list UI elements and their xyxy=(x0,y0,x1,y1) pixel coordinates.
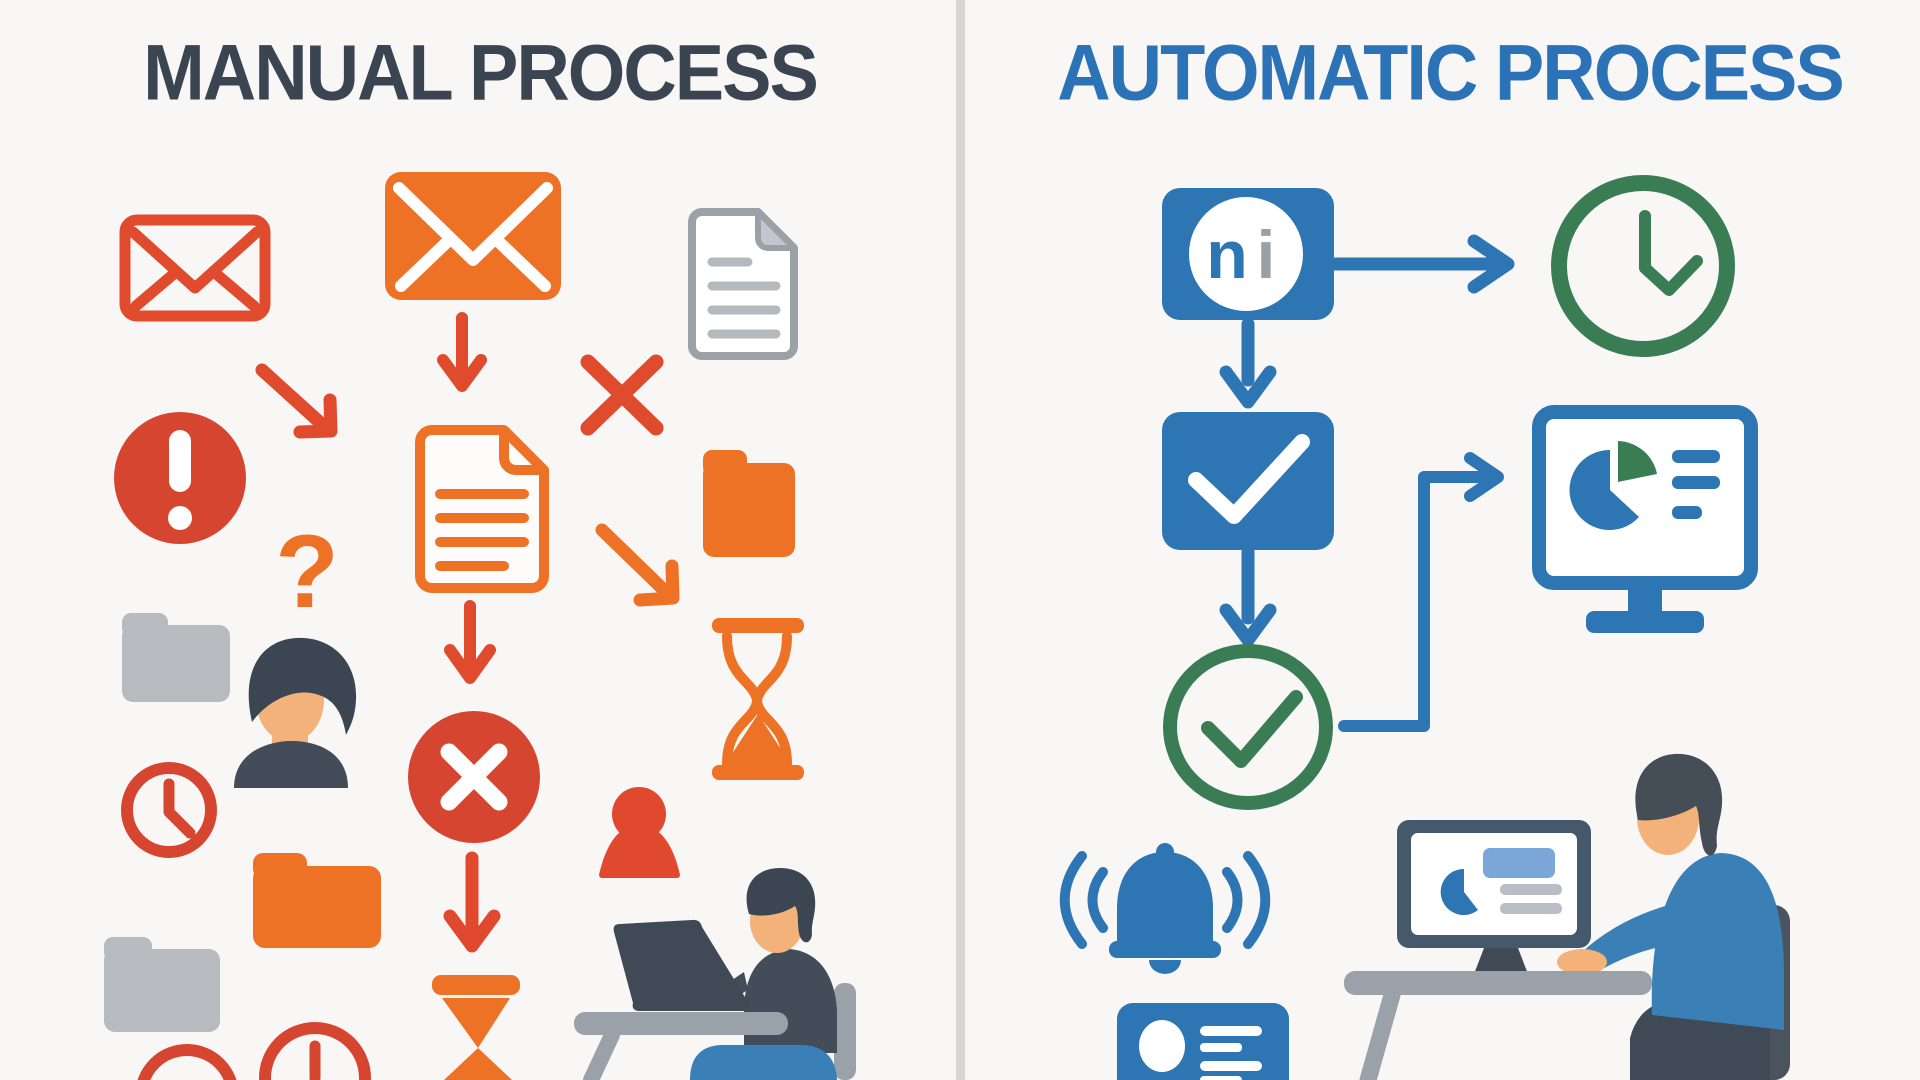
arrow-down-icon-r2 xyxy=(1219,545,1277,647)
clock-2-icon xyxy=(259,1022,371,1080)
arrow-diagonal-2-icon xyxy=(595,523,680,607)
hourglass-filled-icon xyxy=(432,975,520,1080)
clock-green-icon xyxy=(1551,175,1735,357)
document-gray-icon xyxy=(688,208,798,360)
circle-partial-icon xyxy=(137,1044,237,1080)
arrow-down-2-icon xyxy=(444,600,496,684)
folder-gray-2-icon xyxy=(104,937,220,1032)
left-panel-title: MANUAL PROCESS xyxy=(143,28,819,117)
arrow-diagonal-icon xyxy=(255,363,338,439)
arrow-right-icon xyxy=(1329,234,1515,294)
clock-icon xyxy=(121,762,217,858)
notification-bell-icon xyxy=(1059,843,1271,974)
person-silhouette-icon xyxy=(599,787,680,878)
arrow-down-icon-r1 xyxy=(1219,317,1277,409)
right-panel-title: AUTOMATIC PROCESS xyxy=(1057,28,1845,117)
cross-circle-icon xyxy=(408,711,540,843)
left-panel: ? xyxy=(104,172,856,1080)
document-draft-icon xyxy=(415,425,549,593)
ni-logo-letter-n: n xyxy=(1206,217,1248,293)
panel-divider xyxy=(956,0,965,1080)
question-mark-icon: ? xyxy=(275,514,339,630)
ni-logo-icon: n i xyxy=(1162,188,1334,320)
elbow-connector-arrow xyxy=(1338,452,1504,732)
person-bust-icon xyxy=(234,637,357,788)
worker-at-laptop xyxy=(574,868,856,1080)
worker-at-desktop xyxy=(1344,753,1790,1080)
folder-gray-icon xyxy=(122,613,230,702)
email-outline-icon xyxy=(119,214,271,322)
cross-mark-icon xyxy=(580,354,664,436)
dashboard-monitor-icon xyxy=(1532,405,1758,633)
folder-orange-2-icon xyxy=(253,853,381,948)
check-circle-icon xyxy=(1163,644,1333,810)
folder-orange-icon xyxy=(703,450,795,557)
id-card-icon xyxy=(1117,1003,1289,1080)
error-exclamation-icon xyxy=(114,412,246,544)
email-filled-icon xyxy=(385,172,561,300)
ni-logo-letter-i: i xyxy=(1257,217,1276,293)
arrow-down-3-icon xyxy=(443,851,501,953)
right-panel: n i xyxy=(1059,175,1790,1080)
arrow-down-icon xyxy=(437,312,487,392)
hourglass-icon xyxy=(712,618,804,780)
checkbox-checked-icon xyxy=(1162,412,1334,550)
